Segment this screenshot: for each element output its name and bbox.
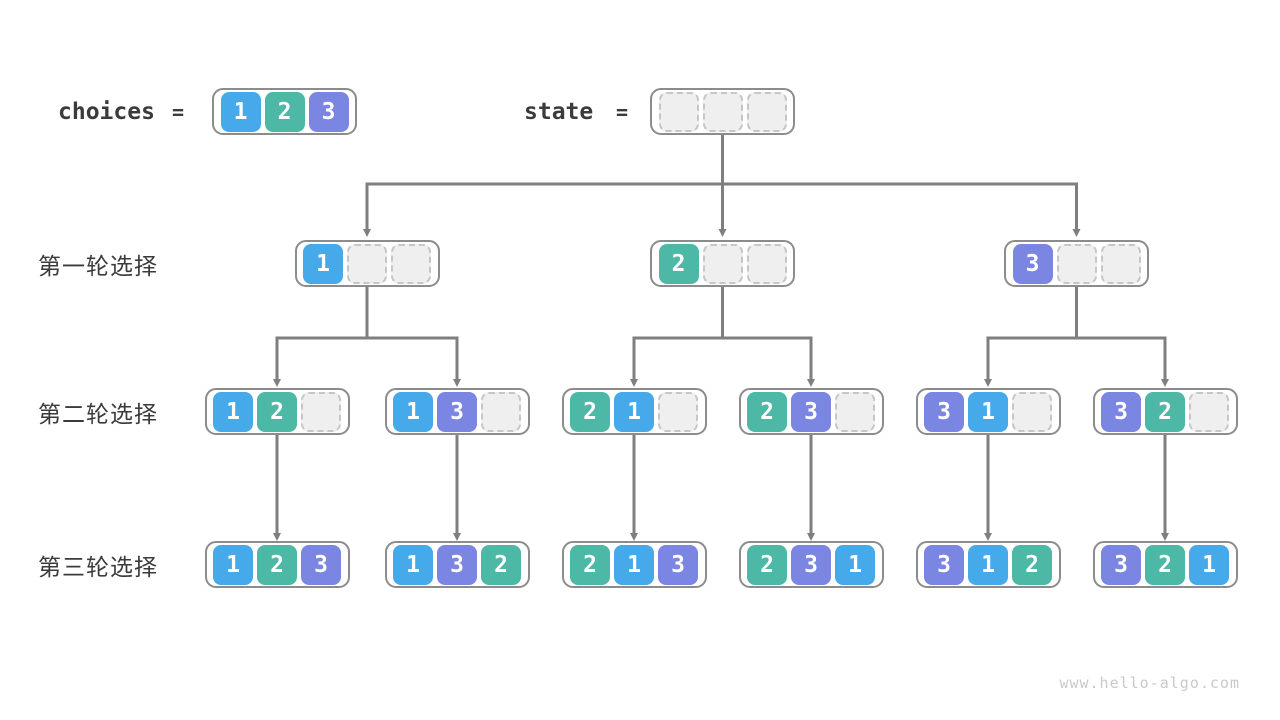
array-box-round1-0: 1	[294, 240, 440, 287]
empty-cell	[658, 391, 698, 432]
value-cell: 3	[301, 544, 341, 585]
value-cell: 2	[264, 91, 305, 132]
value-cell: 1	[213, 391, 253, 432]
value-cell: 3	[791, 391, 831, 432]
empty-cell	[1056, 243, 1097, 284]
empty-cell	[746, 91, 787, 132]
value-cell: 3	[658, 544, 698, 585]
value-cell: 2	[658, 243, 699, 284]
empty-cell	[702, 91, 743, 132]
connector-lines	[273, 133, 1169, 541]
value-cell: 1	[303, 243, 343, 284]
empty-cell	[1100, 243, 1141, 284]
state-equals: =	[616, 99, 629, 124]
value-cell: 1	[835, 544, 875, 585]
empty-cell	[702, 243, 743, 284]
value-cell: 1	[968, 544, 1008, 585]
round3-label: 第三轮选择	[38, 553, 158, 580]
value-cell: 3	[924, 544, 964, 585]
empty-cell	[1012, 391, 1052, 432]
state-label: state	[524, 98, 594, 125]
value-cell: 2	[570, 391, 610, 432]
round2-label: 第二轮选择	[38, 400, 158, 427]
value-cell: 3	[1012, 243, 1053, 284]
choices-equals: =	[172, 99, 185, 124]
value-cell: 2	[570, 544, 610, 585]
value-cell: 3	[437, 544, 477, 585]
state-array	[650, 88, 795, 135]
empty-cell	[1189, 391, 1229, 432]
value-cell: 1	[220, 91, 261, 132]
watermark: www.hello-algo.com	[1059, 674, 1240, 692]
value-cell: 1	[968, 391, 1008, 432]
value-cell: 3	[1101, 391, 1141, 432]
array-box-round1-2: 3	[1004, 240, 1149, 287]
value-cell: 2	[481, 544, 521, 585]
empty-cell	[746, 243, 787, 284]
empty-cell	[835, 391, 875, 432]
value-cell: 2	[747, 391, 787, 432]
value-cell: 1	[614, 391, 654, 432]
value-cell: 1	[393, 391, 433, 432]
round1-label: 第一轮选择	[38, 252, 158, 279]
value-cell: 2	[1145, 544, 1185, 585]
choices-label: choices	[58, 98, 155, 125]
value-cell: 3	[791, 544, 831, 585]
value-cell: 1	[614, 544, 654, 585]
value-cell: 2	[257, 544, 297, 585]
value-cell: 2	[257, 391, 297, 432]
value-cell: 3	[1101, 544, 1141, 585]
array-box-round1-1: 2	[650, 240, 795, 287]
value-cell: 1	[1189, 544, 1229, 585]
value-cell: 3	[437, 391, 477, 432]
empty-cell	[347, 243, 387, 284]
empty-cell	[301, 391, 341, 432]
value-cell: 2	[747, 544, 787, 585]
value-cell: 1	[213, 544, 253, 585]
empty-cell	[391, 243, 431, 284]
empty-cell	[658, 91, 699, 132]
value-cell: 2	[1145, 391, 1185, 432]
value-cell: 2	[1012, 544, 1052, 585]
value-cell: 1	[393, 544, 433, 585]
value-cell: 3	[308, 91, 349, 132]
empty-cell	[481, 391, 521, 432]
value-cell: 3	[924, 391, 964, 432]
